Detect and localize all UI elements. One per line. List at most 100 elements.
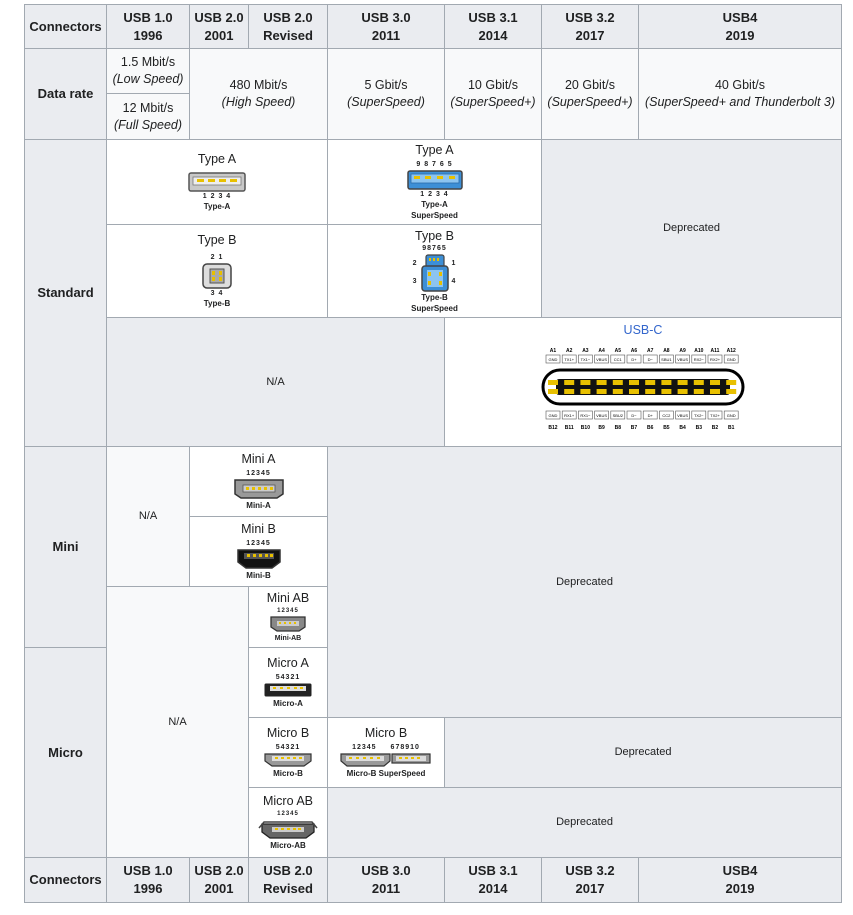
cell-micro-b: Micro B 54321 Micro-B	[248, 717, 328, 788]
cell-mini-deprecated: Deprecated	[327, 446, 842, 718]
usbc-bottom-pin-label: B5	[663, 425, 670, 431]
usbc-bottom-pin-label: B2	[712, 425, 719, 431]
row-label-micro: Micro	[24, 647, 107, 858]
usbc-top-pin-label: A3	[582, 348, 589, 354]
rate-usb10-full: 12 Mbit/s(Full Speed)	[106, 93, 190, 140]
footer-connectors: Connectors	[24, 857, 107, 903]
usbc-bottom-signal: GND	[727, 413, 736, 418]
usbc-bottom-signal: D+	[648, 413, 654, 418]
cell-micro-ab-deprecated: Deprecated	[327, 787, 842, 858]
usb-c-link[interactable]: USB-C	[623, 323, 663, 337]
usbc-top-pin-label: A4	[598, 348, 605, 354]
usbc-bottom-pin	[645, 388, 656, 394]
usbc-top-signal: D−	[648, 357, 654, 362]
usbc-top-signal-box	[594, 354, 609, 364]
usbc-top-signal: CC1	[614, 357, 623, 362]
usbc-top-signal: VBUS	[677, 357, 688, 362]
mini-b-connector-icon	[236, 549, 281, 569]
usbc-top-pin	[726, 379, 737, 385]
usbc-bottom-signal: SBU2	[613, 413, 624, 418]
cell-micro-ab: Micro AB 12345 Micro-AB	[248, 787, 328, 858]
usbc-top-signal-box	[691, 354, 707, 364]
usbc-bottom-pin	[629, 388, 639, 394]
mini-a-connector-icon	[233, 479, 284, 499]
usbc-bottom-pin-label: B9	[598, 425, 605, 431]
usbc-bottom-signal: RX1+	[564, 413, 575, 418]
usbc-top-pin-label: A8	[663, 348, 670, 354]
usbc-bottom-pin	[564, 388, 575, 394]
usbc-top-signal-box	[545, 354, 561, 364]
rate-usb32: 20 Gbit/s(SuperSpeed+)	[541, 48, 639, 140]
usbc-top-signal-box	[610, 354, 626, 364]
usbc-bottom-signal-box	[659, 410, 674, 420]
row-label-data-rate: Data rate	[24, 48, 107, 140]
usbc-top-pin	[677, 379, 688, 385]
usbc-top-pin	[580, 379, 591, 385]
header-connectors: Connectors	[24, 4, 107, 49]
cell-micro-na: N/A	[106, 586, 249, 858]
usbc-bottom-pin-label: B3	[696, 425, 703, 431]
usbc-top-signal: SBU1	[661, 357, 672, 362]
usbc-top-signal: VBUS	[596, 357, 607, 362]
usbc-top-pin	[629, 379, 639, 385]
row-label-standard: Standard	[24, 139, 107, 447]
usbc-top-pin	[564, 379, 575, 385]
usbc-top-signal-box	[675, 354, 690, 364]
usbc-bottom-signal: D−	[631, 413, 637, 418]
micro-a-connector-icon	[264, 683, 312, 697]
rate-usb30: 5 Gbit/s(SuperSpeed)	[327, 48, 445, 140]
usbc-top-signal-box	[723, 354, 739, 364]
usbc-bottom-pin-label: B10	[581, 425, 590, 431]
usbc-top-signal: GND	[727, 357, 736, 362]
usbc-bottom-pin	[677, 388, 688, 394]
usbc-bottom-pin	[596, 388, 607, 394]
cell-micro-b-deprecated: Deprecated	[444, 717, 842, 788]
rate-usb20: 480 Mbit/s(High Speed)	[189, 48, 328, 140]
usbc-bottom-signal-box	[707, 410, 723, 420]
usbc-top-pin-label: A5	[615, 348, 622, 354]
mini-ab-connector-icon	[270, 616, 306, 632]
usbc-bottom-pin	[580, 388, 591, 394]
usbc-top-pin	[548, 379, 558, 385]
usbc-bottom-pin	[726, 388, 737, 394]
rate-usb31: 10 Gbit/s(SuperSpeed+)	[444, 48, 542, 140]
usbc-top-signal-box	[707, 354, 723, 364]
usbc-bottom-pin-label: B8	[615, 425, 622, 431]
usbc-top-pin	[645, 379, 656, 385]
usbc-bottom-signal-box	[561, 410, 577, 420]
usbc-bottom-signal-box	[691, 410, 707, 420]
usbc-bottom-signal: CC2	[662, 413, 671, 418]
usbc-bottom-signal: GND	[549, 413, 558, 418]
usbc-bottom-signal: TX2+	[710, 413, 720, 418]
usbc-top-pin	[612, 379, 623, 385]
cell-type-a: Type A 1 2 3 4 Type-A	[106, 139, 328, 225]
type-b-connector-icon	[202, 262, 232, 289]
micro-b-connector-icon	[264, 753, 312, 767]
cell-standard-na: N/A	[106, 317, 445, 447]
usbc-bottom-signal-box	[626, 410, 642, 420]
usbc-top-pin	[693, 379, 704, 385]
cell-mini-b: Mini B 12345 Mini-B	[189, 516, 328, 587]
usbc-top-pin-label: A2	[566, 348, 573, 354]
usbc-bottom-signal: VBUS	[677, 413, 688, 418]
usbc-bottom-signal-box	[578, 410, 593, 420]
usbc-top-signal: D+	[631, 357, 637, 362]
row-label-mini: Mini	[24, 446, 107, 648]
usbc-top-signal: TX1−	[581, 357, 591, 362]
usbc-bottom-pin-label: B7	[631, 425, 638, 431]
usbc-top-pin	[596, 379, 607, 385]
usbc-top-pin	[661, 379, 672, 385]
usbc-top-signal-box	[578, 354, 593, 364]
type-a-connector-icon	[188, 172, 246, 192]
usbc-top-pin-label: A1	[550, 348, 557, 354]
usbc-top-pin-label: A12	[727, 348, 736, 354]
